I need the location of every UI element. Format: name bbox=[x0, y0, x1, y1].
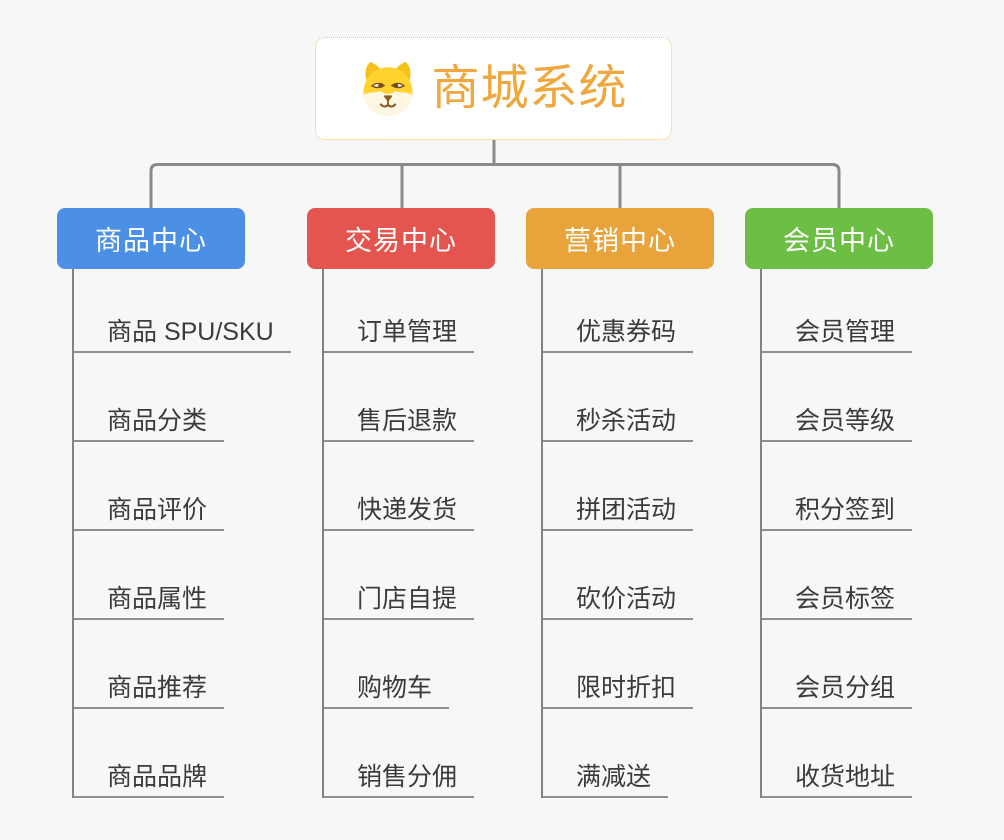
leaf-node[interactable]: 销售分佣 bbox=[324, 709, 475, 798]
leaf-node[interactable]: 商品品牌 bbox=[74, 709, 291, 798]
leaf-node[interactable]: 拼团活动 bbox=[543, 442, 694, 531]
branch-column-marketing: 营销中心 优惠券码 秒杀活动 拼团活动 砍价活动 限时折扣 满减送 bbox=[526, 208, 714, 798]
leaf-node[interactable]: 购物车 bbox=[324, 620, 474, 709]
root-title: 商城系统 bbox=[431, 61, 628, 115]
leaf-node[interactable]: 秒杀活动 bbox=[543, 353, 694, 442]
branch-label: 交易中心 bbox=[345, 226, 457, 256]
branch-node-products[interactable]: 商品中心 bbox=[57, 208, 245, 269]
branch-label: 商品中心 bbox=[95, 226, 207, 256]
leaf-node[interactable]: 收货地址 bbox=[762, 709, 913, 798]
leaf-node[interactable]: 订单管理 bbox=[324, 269, 475, 353]
leaf-node[interactable]: 积分签到 bbox=[762, 442, 913, 531]
branch-label: 会员中心 bbox=[783, 226, 895, 256]
branch-node-members[interactable]: 会员中心 bbox=[745, 208, 933, 269]
leaf-node[interactable]: 商品评价 bbox=[74, 442, 291, 531]
branch-children: 优惠券码 秒杀活动 拼团活动 砍价活动 限时折扣 满减送 bbox=[541, 269, 694, 798]
leaf-node[interactable]: 会员标签 bbox=[762, 531, 913, 620]
leaf-node[interactable]: 商品 SPU/SKU bbox=[74, 269, 291, 353]
branch-bus-line bbox=[149, 163, 841, 208]
leaf-node[interactable]: 商品推荐 bbox=[74, 620, 291, 709]
branch-node-trade[interactable]: 交易中心 bbox=[307, 208, 495, 269]
leaf-node[interactable]: 会员分组 bbox=[762, 620, 913, 709]
leaf-node[interactable]: 满减送 bbox=[543, 709, 693, 798]
branch-children: 订单管理 售后退款 快递发货 门店自提 购物车 销售分佣 bbox=[322, 269, 475, 798]
leaf-node[interactable]: 快递发货 bbox=[324, 442, 475, 531]
branch-children: 会员管理 会员等级 积分签到 会员标签 会员分组 收货地址 bbox=[760, 269, 913, 798]
leaf-node[interactable]: 限时折扣 bbox=[543, 620, 694, 709]
leaf-node[interactable]: 优惠券码 bbox=[543, 269, 694, 353]
leaf-node[interactable]: 门店自提 bbox=[324, 531, 475, 620]
leaf-node[interactable]: 商品分类 bbox=[74, 353, 291, 442]
leaf-node[interactable]: 会员管理 bbox=[762, 269, 913, 353]
branch-children: 商品 SPU/SKU 商品分类 商品评价 商品属性 商品推荐 商品品牌 bbox=[72, 269, 291, 798]
leaf-node[interactable]: 会员等级 bbox=[762, 353, 913, 442]
shiba-dog-icon bbox=[359, 60, 417, 118]
branch-label: 营销中心 bbox=[564, 226, 676, 256]
leaf-node[interactable]: 商品属性 bbox=[74, 531, 291, 620]
branch-column-trade: 交易中心 订单管理 售后退款 快递发货 门店自提 购物车 销售分佣 bbox=[307, 208, 495, 798]
branch-column-members: 会员中心 会员管理 会员等级 积分签到 会员标签 会员分组 收货地址 bbox=[745, 208, 933, 798]
leaf-node[interactable]: 售后退款 bbox=[324, 353, 475, 442]
branch-node-marketing[interactable]: 营销中心 bbox=[526, 208, 714, 269]
root-node[interactable]: 商城系统 bbox=[315, 37, 672, 140]
leaf-node[interactable]: 砍价活动 bbox=[543, 531, 694, 620]
branch-column-products: 商品中心 商品 SPU/SKU 商品分类 商品评价 商品属性 商品推荐 商品品牌 bbox=[57, 208, 291, 798]
